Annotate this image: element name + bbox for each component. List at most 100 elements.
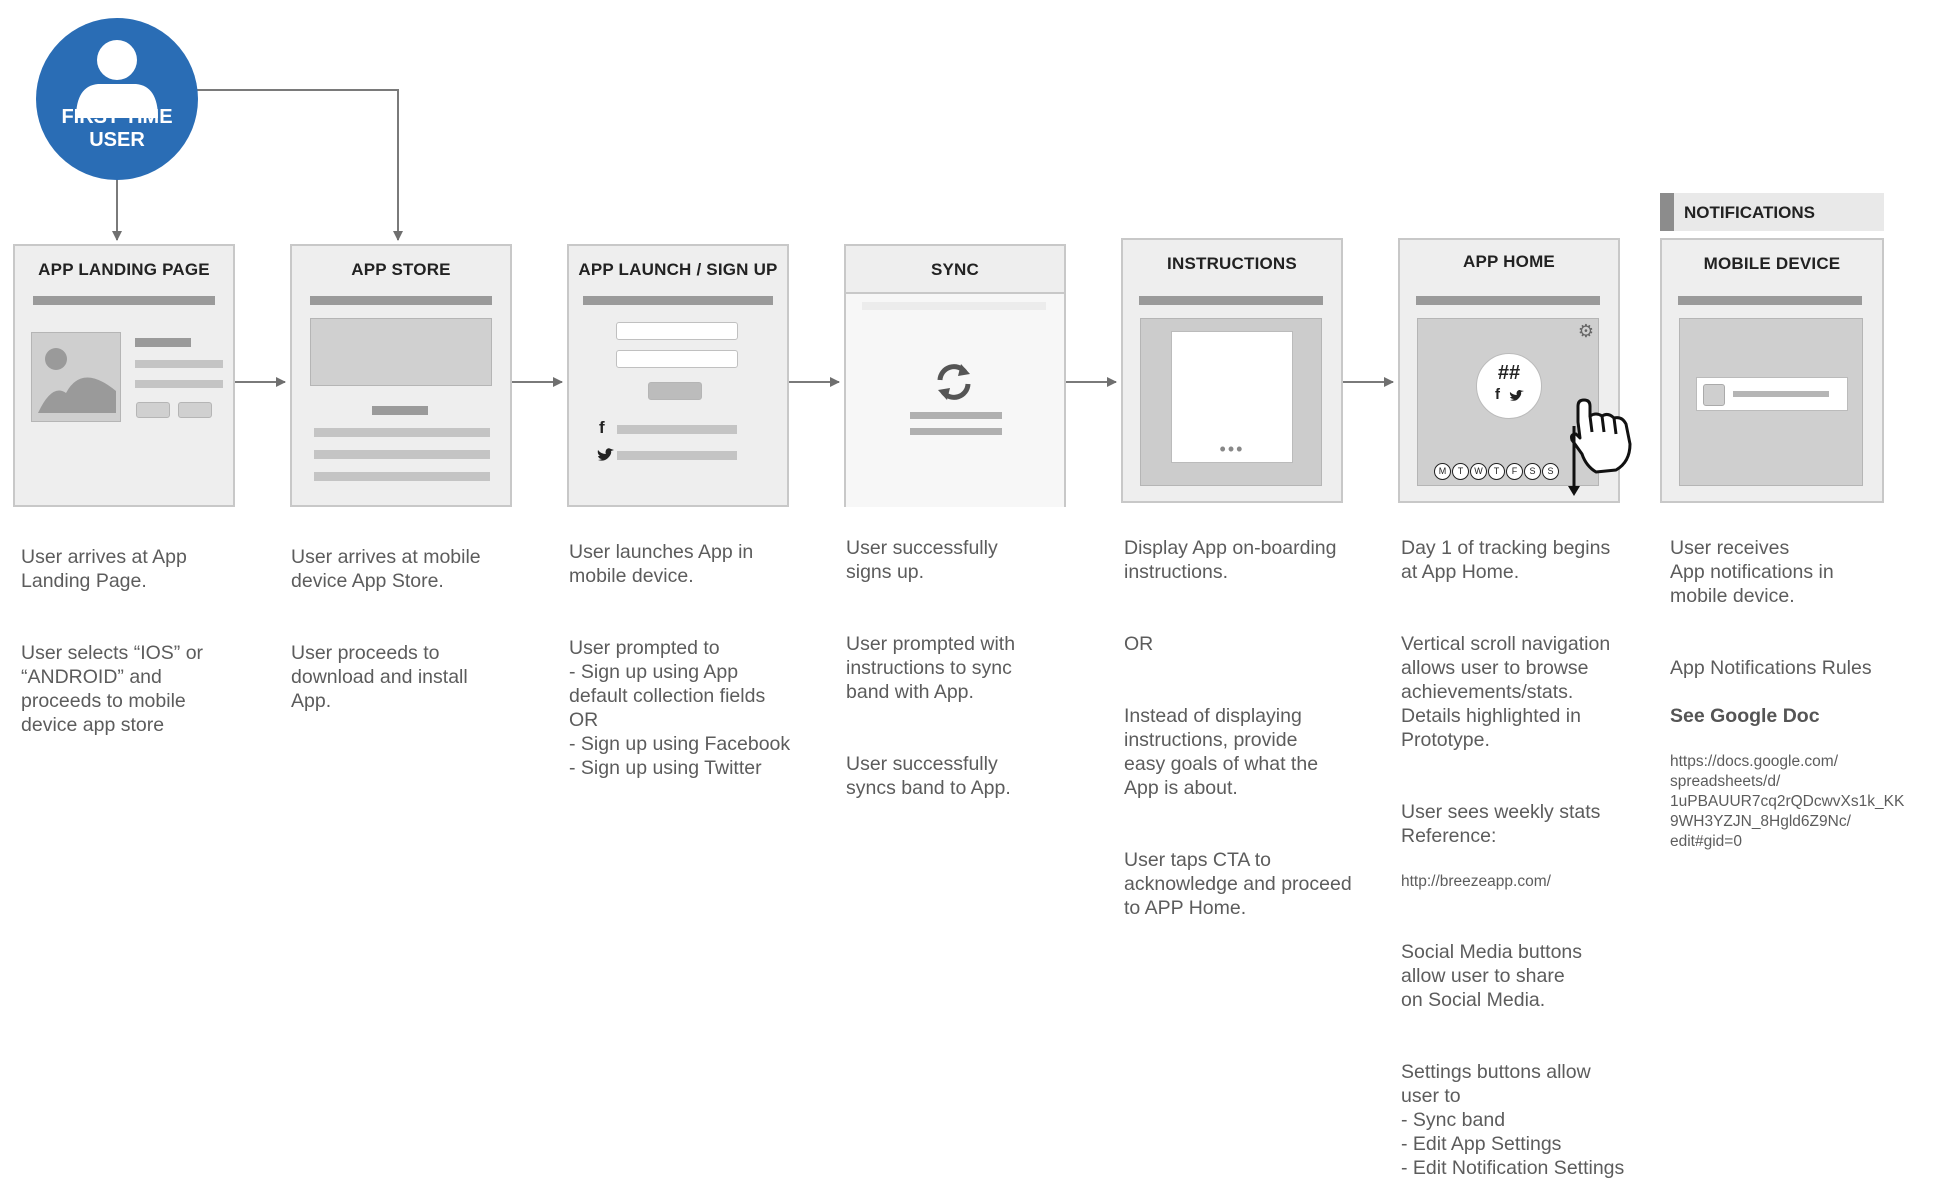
card-instructions: INSTRUCTIONS ••• <box>1121 238 1343 503</box>
desc-paragraph: User arrives at App Landing Page. <box>21 546 187 592</box>
desc-paragraph: Instead of displaying instructions, prov… <box>1124 705 1319 799</box>
notification-icon <box>1703 384 1725 406</box>
more-dots-icon: ••• <box>1219 439 1245 459</box>
desc-paragraph: Vertical scroll navigation allows user t… <box>1401 633 1611 751</box>
instructions-screen: ••• <box>1140 318 1322 486</box>
facebook-icon: f <box>1495 386 1500 403</box>
sync-screen <box>846 292 1064 507</box>
desc-paragraph: User proceeds to download and install Ap… <box>291 642 468 712</box>
hash-label: ## <box>1497 362 1521 384</box>
header-bar <box>1678 296 1862 305</box>
store-title-bar <box>372 406 428 415</box>
card-title: SYNC <box>930 260 980 279</box>
desc-app-home: Day 1 of tracking begins at App Home. Ve… <box>1401 512 1661 1204</box>
day-icon: S <box>1542 463 1559 480</box>
user-icon <box>76 40 158 118</box>
day-icon: M <box>1434 463 1451 480</box>
header-bar <box>1416 296 1600 305</box>
text-line <box>314 450 490 459</box>
card-title: APP HOME <box>1463 252 1555 271</box>
desc-paragraph: User arrives at mobile device App Store. <box>291 546 481 592</box>
desc-app-landing-page: User arrives at App Landing Page. User s… <box>21 521 236 785</box>
card-app-launch-sign-up: APP LAUNCH / SIGN UP f <box>567 244 789 507</box>
desc-paragraph: OR <box>1124 633 1154 655</box>
card-title: APP STORE <box>351 260 451 279</box>
desc-paragraph: Day 1 of tracking begins at App Home. <box>1401 537 1611 583</box>
sync-icon <box>937 364 971 400</box>
facebook-signup-bar <box>617 425 737 434</box>
desc-paragraph: User successfully syncs band to App. <box>846 753 1011 799</box>
desc-paragraph: Settings buttons allow user to - Sync ba… <box>1401 1061 1625 1179</box>
card-app-store: APP STORE <box>290 244 512 507</box>
desc-paragraph: User prompted with instructions to sync … <box>846 633 1016 703</box>
text-line <box>314 472 490 481</box>
first-time-user-label: FIRST TIME USER <box>61 106 173 151</box>
home-screen: ⚙ ## f M T W T F S S <box>1417 318 1599 486</box>
notifications-accent <box>1660 193 1674 231</box>
card-title: MOBILE DEVICE <box>1703 254 1841 273</box>
notifications-label: NOTIFICATIONS <box>1684 203 1815 222</box>
sync-text-line <box>910 428 1002 435</box>
arrow-user-to-appstore <box>197 89 403 241</box>
twitter-icon <box>1509 390 1524 401</box>
card-title: INSTRUCTIONS <box>1167 254 1297 273</box>
desc-sync: User successfully signs up. User prompte… <box>846 512 1071 848</box>
desc-paragraph: Display App on-boarding instructions. <box>1124 537 1337 583</box>
image-icon <box>38 348 116 413</box>
desc-paragraph: User taps CTA to acknowledge and proceed… <box>1124 849 1352 919</box>
signup-button <box>648 382 702 400</box>
desc-app-store: User arrives at mobile device App Store.… <box>291 521 516 761</box>
google-doc-url[interactable]: https://docs.google.com/ spreadsheets/d/… <box>1670 753 1905 850</box>
desc-paragraph: User receives App notifications in mobil… <box>1670 537 1834 607</box>
text-line <box>135 380 223 388</box>
text-line <box>135 360 223 368</box>
twitter-icon <box>597 448 614 461</box>
card-mobile-device: MOBILE DEVICE <box>1660 238 1884 503</box>
stats-circle: ## f <box>1476 353 1542 419</box>
notification-text-line <box>1733 391 1829 397</box>
google-doc-link[interactable]: See Google Doc <box>1670 705 1820 727</box>
day-icon: F <box>1506 463 1523 480</box>
rules-label: App Notifications Rules <box>1670 657 1872 679</box>
day-icon: T <box>1488 463 1505 480</box>
weekly-stats-text: User sees weekly stats Reference: <box>1401 801 1601 847</box>
instructions-modal: ••• <box>1171 331 1293 463</box>
first-time-user-node: FIRST TIME USER <box>36 18 198 180</box>
header-bar <box>1139 296 1323 305</box>
weekly-stats-url[interactable]: http://breezeapp.com/ <box>1401 873 1551 890</box>
twitter-signup-bar <box>617 451 737 460</box>
sync-text-line <box>910 412 1002 419</box>
scroll-gesture-hand-icon <box>1568 398 1632 496</box>
android-button <box>178 402 212 418</box>
notification-banner <box>1696 377 1848 411</box>
desc-instructions: Display App on-boarding instructions. OR… <box>1124 512 1364 968</box>
card-app-landing-page: APP LANDING PAGE <box>13 244 235 507</box>
desc-paragraph: User successfully signs up. <box>846 537 998 583</box>
day-icon: W <box>1470 463 1487 480</box>
weekday-selector: M T W T F S S <box>1434 463 1594 481</box>
day-icon: S <box>1524 463 1541 480</box>
desc-paragraph: User prompted to - Sign up using App def… <box>569 637 791 779</box>
signup-field <box>616 322 738 340</box>
device-screen <box>1679 318 1863 486</box>
text-line <box>314 428 490 437</box>
image-placeholder <box>31 332 121 422</box>
header-bar <box>33 296 215 305</box>
card-sync: SYNC <box>844 244 1066 507</box>
ios-button <box>136 402 170 418</box>
desc-paragraph: User selects “IOS” or “ANDROID” and proc… <box>21 642 204 736</box>
card-title: APP LAUNCH / SIGN UP <box>578 260 778 279</box>
desc-paragraph: User launches App in mobile device. <box>569 541 754 587</box>
flow-connectors <box>112 89 1394 387</box>
header-bar <box>310 296 492 305</box>
text-bar <box>135 338 191 347</box>
header-bar <box>583 296 773 305</box>
desc-paragraph: Social Media buttons allow user to share… <box>1401 941 1583 1011</box>
faded-bar <box>862 302 1046 310</box>
desc-app-launch-sign-up: User launches App in mobile device. User… <box>569 516 809 828</box>
notifications-header: NOTIFICATIONS <box>1660 193 1884 231</box>
signup-field <box>616 350 738 368</box>
gear-icon: ⚙ <box>1577 321 1594 341</box>
card-title: APP LANDING PAGE <box>38 260 210 279</box>
store-banner <box>310 318 492 386</box>
